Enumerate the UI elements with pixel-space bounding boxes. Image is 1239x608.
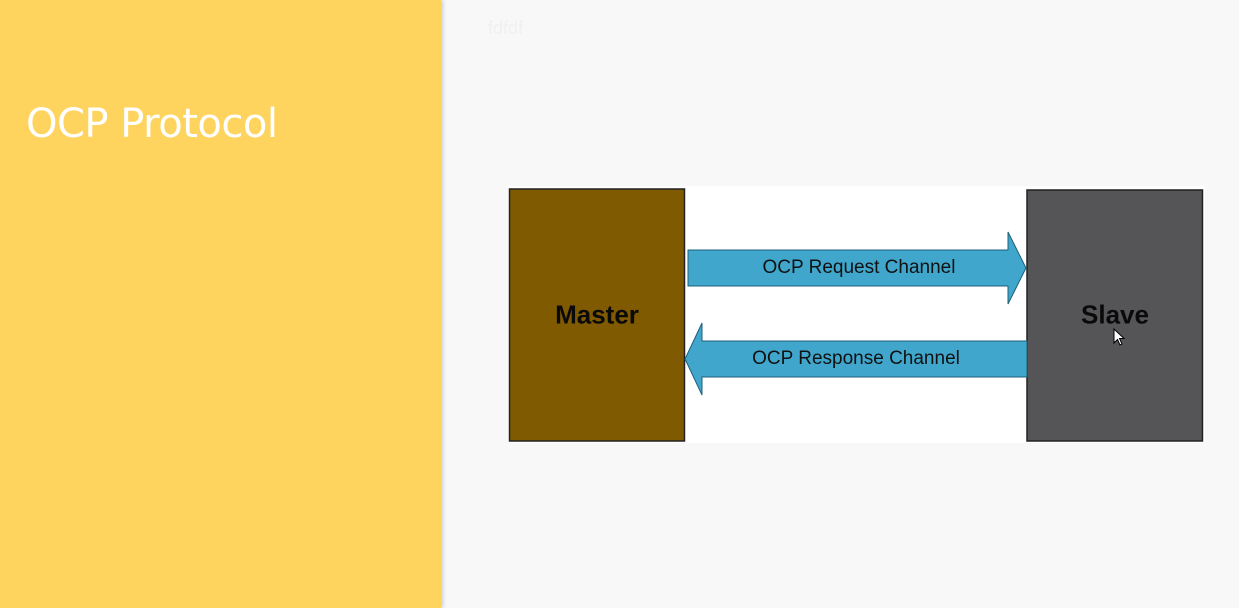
ocp-diagram: Master Slave OCP Request Channel OCP Res… <box>508 186 1205 443</box>
master-label: Master <box>555 299 639 330</box>
slide-title: OCP Protocol <box>26 101 278 147</box>
title-panel: OCP Protocol <box>0 0 441 608</box>
request-channel-arrow <box>687 231 1027 305</box>
diagram-graphics <box>508 186 1205 443</box>
response-channel-label: OCP Response Channel <box>752 348 960 369</box>
mouse-pointer-icon <box>1113 328 1125 346</box>
slave-box <box>1026 189 1204 442</box>
request-channel-label: OCP Request Channel <box>762 257 956 278</box>
response-channel-arrow <box>684 322 1028 396</box>
master-box <box>508 188 686 442</box>
slave-label: Slave <box>1081 299 1149 330</box>
faint-header-text: fdfdf <box>488 18 524 38</box>
